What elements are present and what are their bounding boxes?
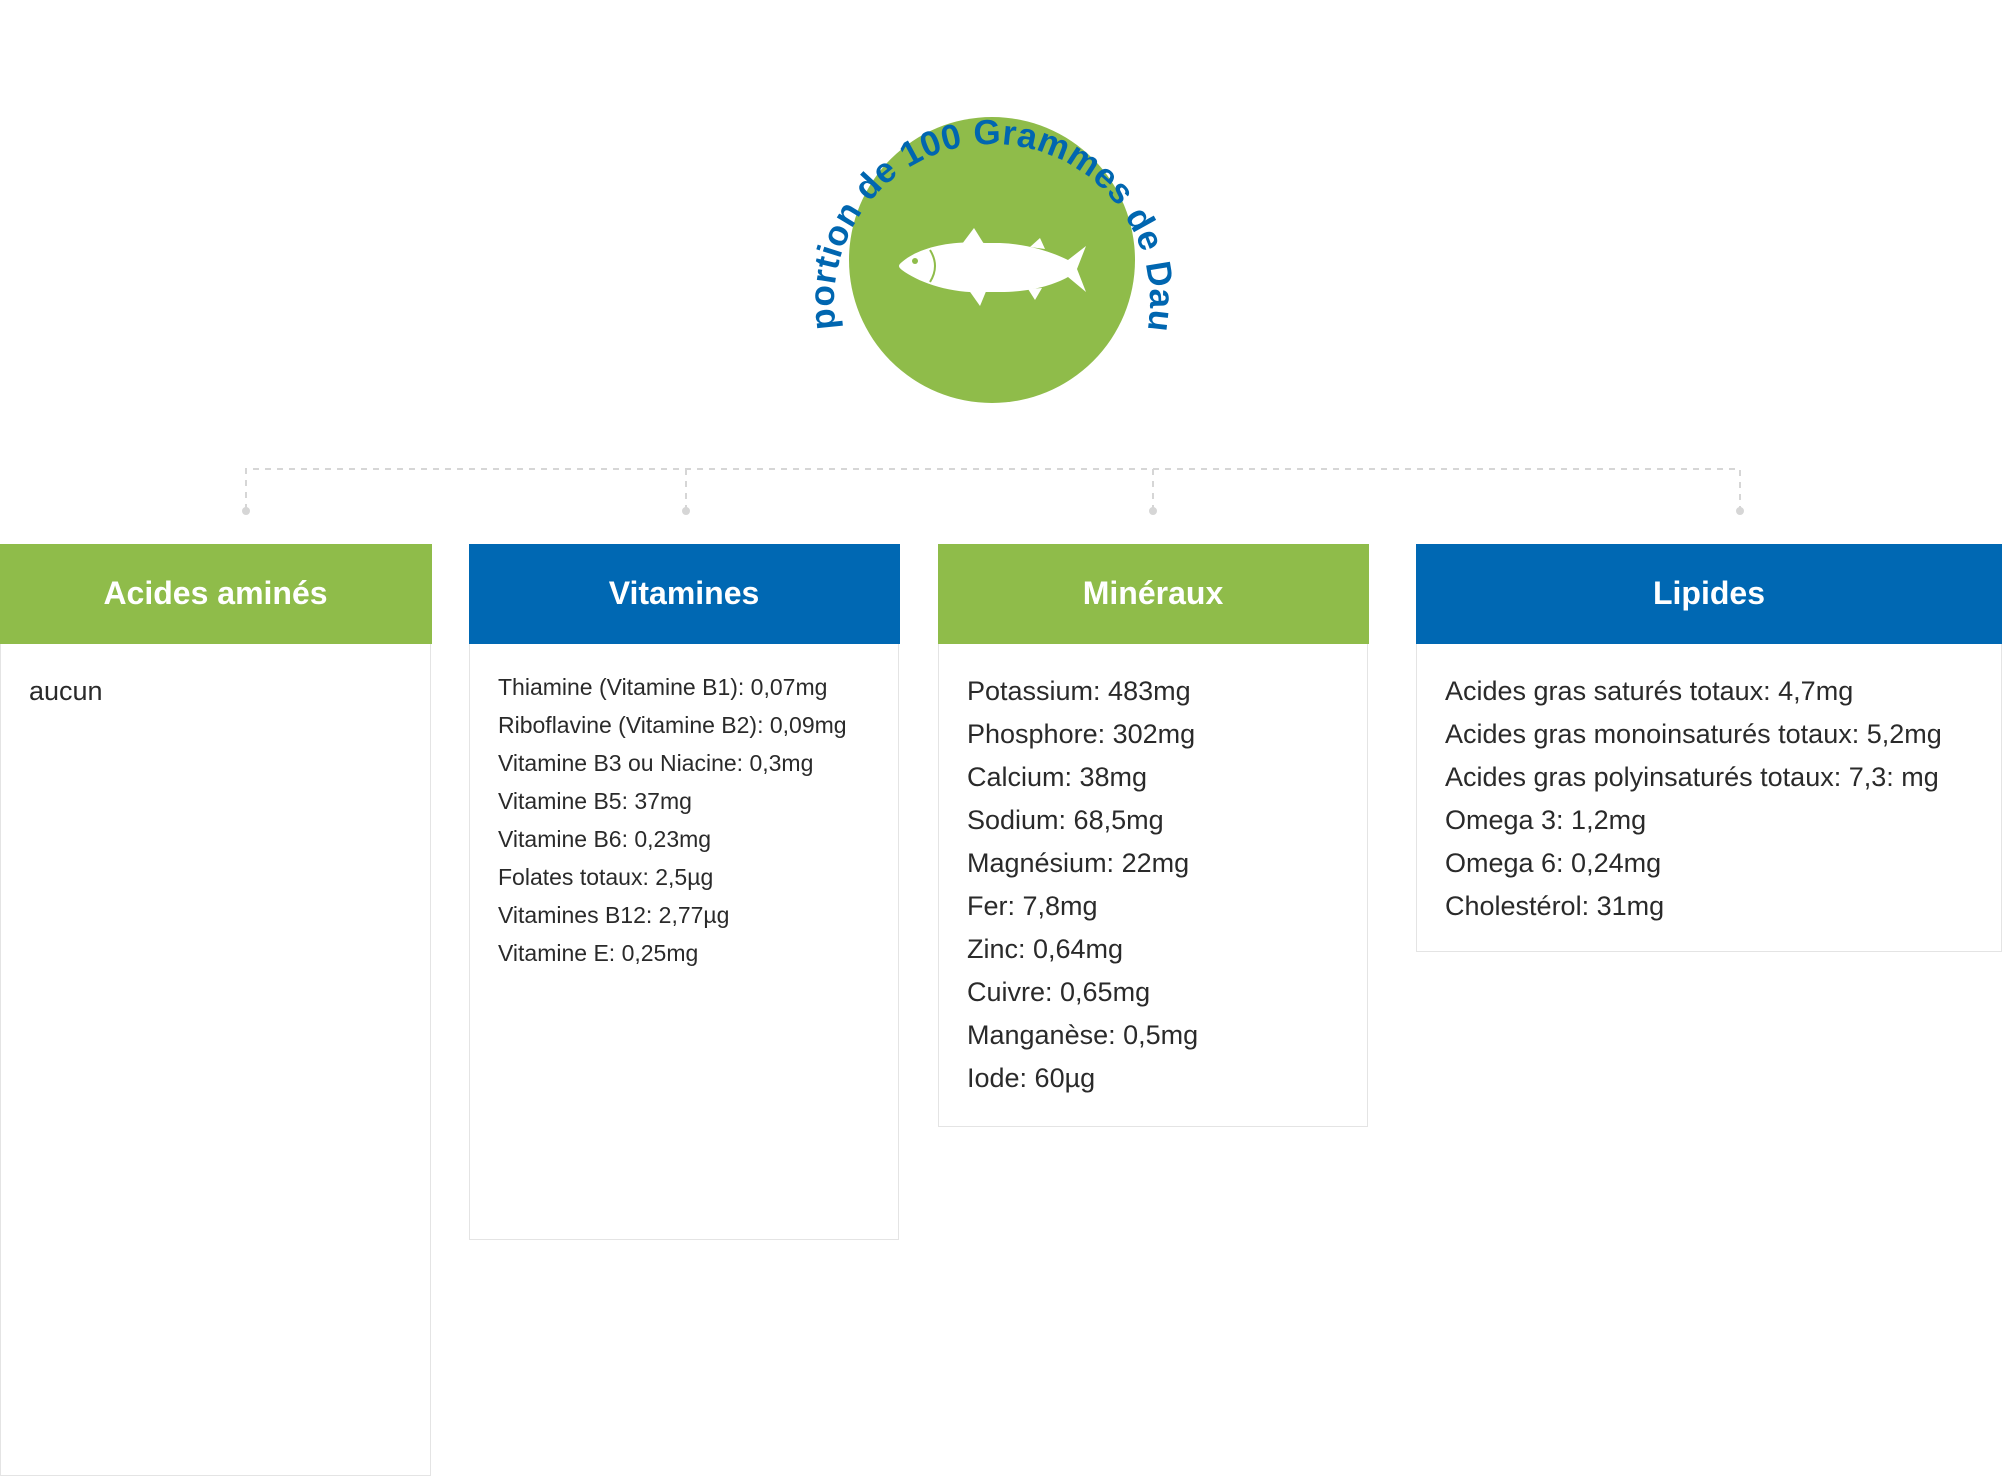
- list-item: Fer: 7,8mg: [967, 890, 1098, 921]
- card-title: Lipides: [1652, 575, 1765, 611]
- list-item: Potassium: 483mg: [967, 675, 1191, 706]
- list-item: Vitamines B12: 2,77µg: [498, 901, 730, 928]
- list-item: Omega 3: 1,2mg: [1445, 804, 1647, 835]
- list-item: Cholestérol: 31mg: [1445, 890, 1665, 921]
- list-item: Vitamine B5: 37mg: [498, 787, 692, 814]
- connector-dot-3: [1149, 507, 1157, 515]
- list-item: Vitamine B3 ou Niacine: 0,3mg: [498, 749, 814, 776]
- connector-dot-4: [1736, 507, 1744, 515]
- fish-icon: [899, 228, 1086, 306]
- card-body: Thiamine (Vitamine B1): 0,07mg Riboflavi…: [470, 644, 898, 992]
- card-header: Vitamines: [468, 543, 900, 644]
- list-item: Thiamine (Vitamine B1): 0,07mg: [498, 673, 828, 700]
- list-item: Zinc: 0,64mg: [967, 933, 1124, 964]
- list-item: Calcium: 38mg: [967, 761, 1148, 792]
- card-title: Vitamines: [608, 575, 760, 611]
- list-item: Vitamine B6: 0,23mg: [498, 825, 712, 852]
- connector-lines: [242, 468, 1744, 515]
- list-item: Omega 6: 0,24mg: [1445, 847, 1662, 878]
- list-item: Acides gras monoinsaturés totaux: 5,2mg: [1445, 718, 1942, 749]
- card-header: Acides aminés: [0, 543, 432, 644]
- list-item: Acides gras polyinsaturés totaux: 7,3: m…: [1445, 761, 1939, 792]
- connector-dot-1: [242, 507, 250, 515]
- list-item: Magnésium: 22mg: [967, 847, 1190, 878]
- card-lipides: Lipides Acides gras saturés totaux: 4,7m…: [1415, 543, 2002, 952]
- card-title: Acides aminés: [103, 575, 328, 611]
- card-vitamines: Vitamines Thiamine (Vitamine B1): 0,07mg…: [468, 543, 900, 1240]
- list-item: aucun: [29, 675, 103, 706]
- list-item: Acides gras saturés totaux: 4,7mg: [1445, 675, 1854, 706]
- card-header: Lipides: [1415, 543, 2002, 644]
- list-item: Vitamine E: 0,25mg: [498, 939, 699, 966]
- connector-dot-2: [682, 507, 690, 515]
- card-body: Acides gras saturés totaux: 4,7mg Acides…: [1417, 644, 2001, 948]
- list-item: Sodium: 68,5mg: [967, 804, 1164, 835]
- list-item: Folates totaux: 2,5µg: [498, 863, 714, 890]
- list-item: Phosphore: 302mg: [967, 718, 1196, 749]
- list-item: Cuivre: 0,65mg: [967, 976, 1151, 1007]
- card-mineraux: Minéraux Potassium: 483mg Phosphore: 302…: [937, 543, 1369, 1127]
- connector-path: [245, 468, 1741, 510]
- card-body: aucun: [1, 644, 430, 733]
- card-title: Minéraux: [1082, 575, 1224, 611]
- list-item: Manganèse: 0,5mg: [967, 1019, 1199, 1050]
- card-header: Minéraux: [937, 543, 1369, 644]
- list-item: Iode: 60µg: [967, 1062, 1096, 1093]
- card-acides-amines: Acides aminés aucun: [0, 543, 432, 1476]
- card-body: Potassium: 483mg Phosphore: 302mg Calciu…: [939, 644, 1367, 1120]
- list-item: Riboflavine (Vitamine B2): 0,09mg: [498, 711, 847, 738]
